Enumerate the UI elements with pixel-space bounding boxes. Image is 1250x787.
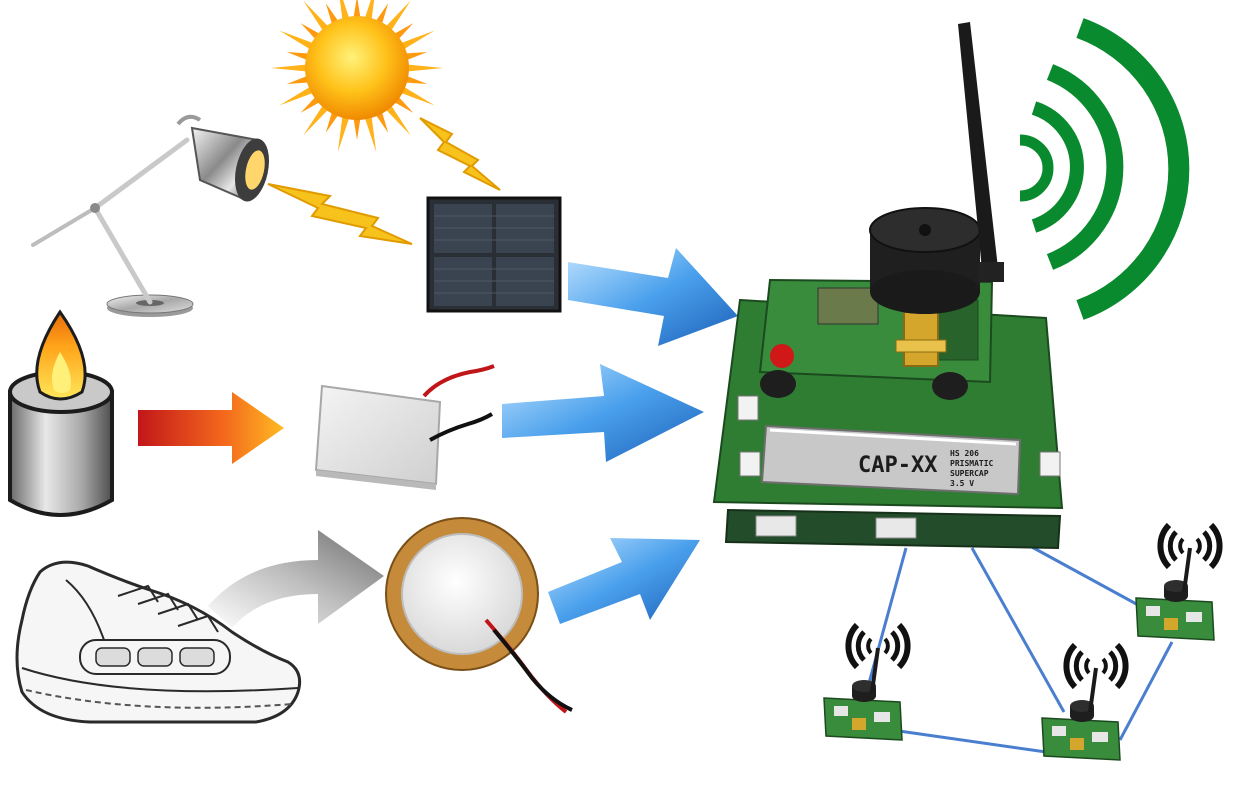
supercap-label-line-2: PRISMATIC — [950, 459, 994, 468]
sun-ray — [271, 64, 308, 72]
sun-ray — [393, 23, 414, 40]
sun-ray — [325, 3, 339, 25]
shoe-icon — [15, 560, 302, 724]
sun-ray — [300, 23, 321, 40]
sun-ray — [303, 0, 329, 32]
supercap-label-line-4: 3.5 V — [950, 479, 974, 488]
desk-lamp-icon — [31, 114, 270, 317]
supercap-label-line-3: SUPERCAP — [950, 469, 989, 478]
heat-arrow-icon — [138, 392, 284, 464]
sun-icon — [271, 0, 443, 152]
sun-ray — [339, 0, 350, 21]
wireless-sensor-module: CAP-XX HS 206 PRISMATIC SUPERCAP 3.5 V — [712, 22, 1064, 550]
sun-ray — [393, 96, 414, 113]
sun-ray — [375, 111, 389, 133]
network-links — [864, 544, 1174, 754]
thermoelectric-module-icon — [314, 364, 495, 490]
sun-energy-bolt-icon — [419, 117, 501, 191]
sensor-node — [1135, 522, 1223, 641]
piezo-disc-icon — [385, 517, 573, 714]
light-energy-bolt-icon — [267, 183, 413, 245]
sensor-node — [823, 622, 911, 741]
sun-ray — [406, 64, 443, 72]
sun-ray — [353, 117, 361, 140]
sun-ray — [286, 51, 310, 61]
sun-ray — [404, 75, 428, 85]
solar-panel-icon — [426, 196, 562, 313]
sun-ray — [300, 96, 321, 113]
sun-ray — [279, 30, 314, 50]
wireless-signal-icon — [1019, 18, 1190, 320]
sun-ray — [364, 115, 377, 152]
sun-ray — [325, 111, 339, 133]
sun-ray — [337, 115, 350, 152]
sun-ray — [404, 51, 428, 61]
supercap-brand-label: CAP-XX — [858, 453, 937, 478]
sensor-node — [1041, 642, 1129, 761]
piezo-flow-arrow-icon — [548, 538, 700, 624]
sun-ray — [385, 0, 411, 32]
supercap-label-line-1: HS 206 — [950, 449, 979, 458]
sun-ray — [303, 104, 329, 136]
sun-ray — [400, 30, 435, 50]
sun-ray — [364, 0, 375, 21]
sun-ray — [385, 104, 411, 136]
sun-ray — [279, 86, 314, 106]
sun-ray — [286, 75, 310, 85]
motion-arrow-icon — [208, 530, 384, 628]
sun-ray — [375, 3, 389, 25]
solar-flow-arrow-icon — [568, 248, 738, 346]
sun-ray — [353, 0, 361, 19]
candle-icon — [8, 309, 114, 517]
sun-ray — [400, 86, 435, 106]
thermal-flow-arrow-icon — [502, 364, 704, 462]
